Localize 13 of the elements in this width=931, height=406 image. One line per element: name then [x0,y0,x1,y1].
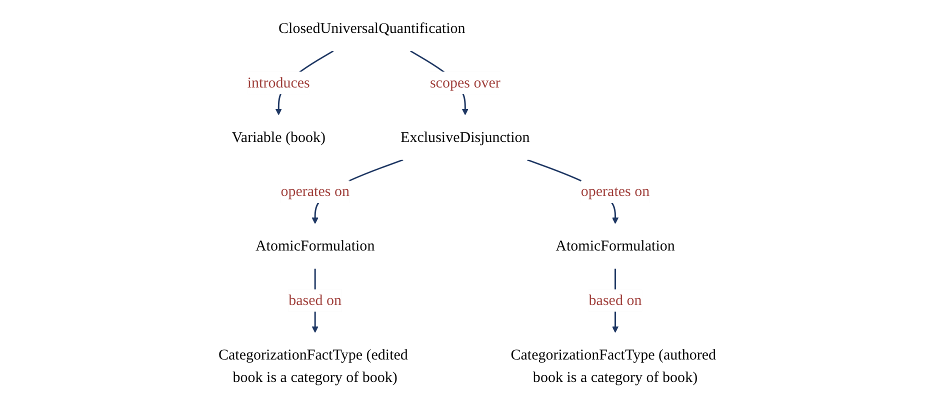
edge-label: based on [589,292,642,309]
node-text: ExclusiveDisjunction [400,129,530,146]
edge-label: scopes over [430,74,501,92]
edge-label: introduces [248,74,310,92]
edge-label: operates on [581,183,650,200]
node-text: CategorizationFactType (authored book is a category of book) [511,346,716,386]
edge-label: operates on [281,183,350,200]
node-text: AtomicFormulation [556,238,676,254]
node-text: CategorizationFactType (edited book is a category of book) [218,346,408,386]
node-text: AtomicFormulation [256,238,376,254]
node-text: Variable (book) [232,129,326,146]
edge-label: based on [288,292,342,309]
node-text: ClosedUniversalQuantification [278,20,466,37]
